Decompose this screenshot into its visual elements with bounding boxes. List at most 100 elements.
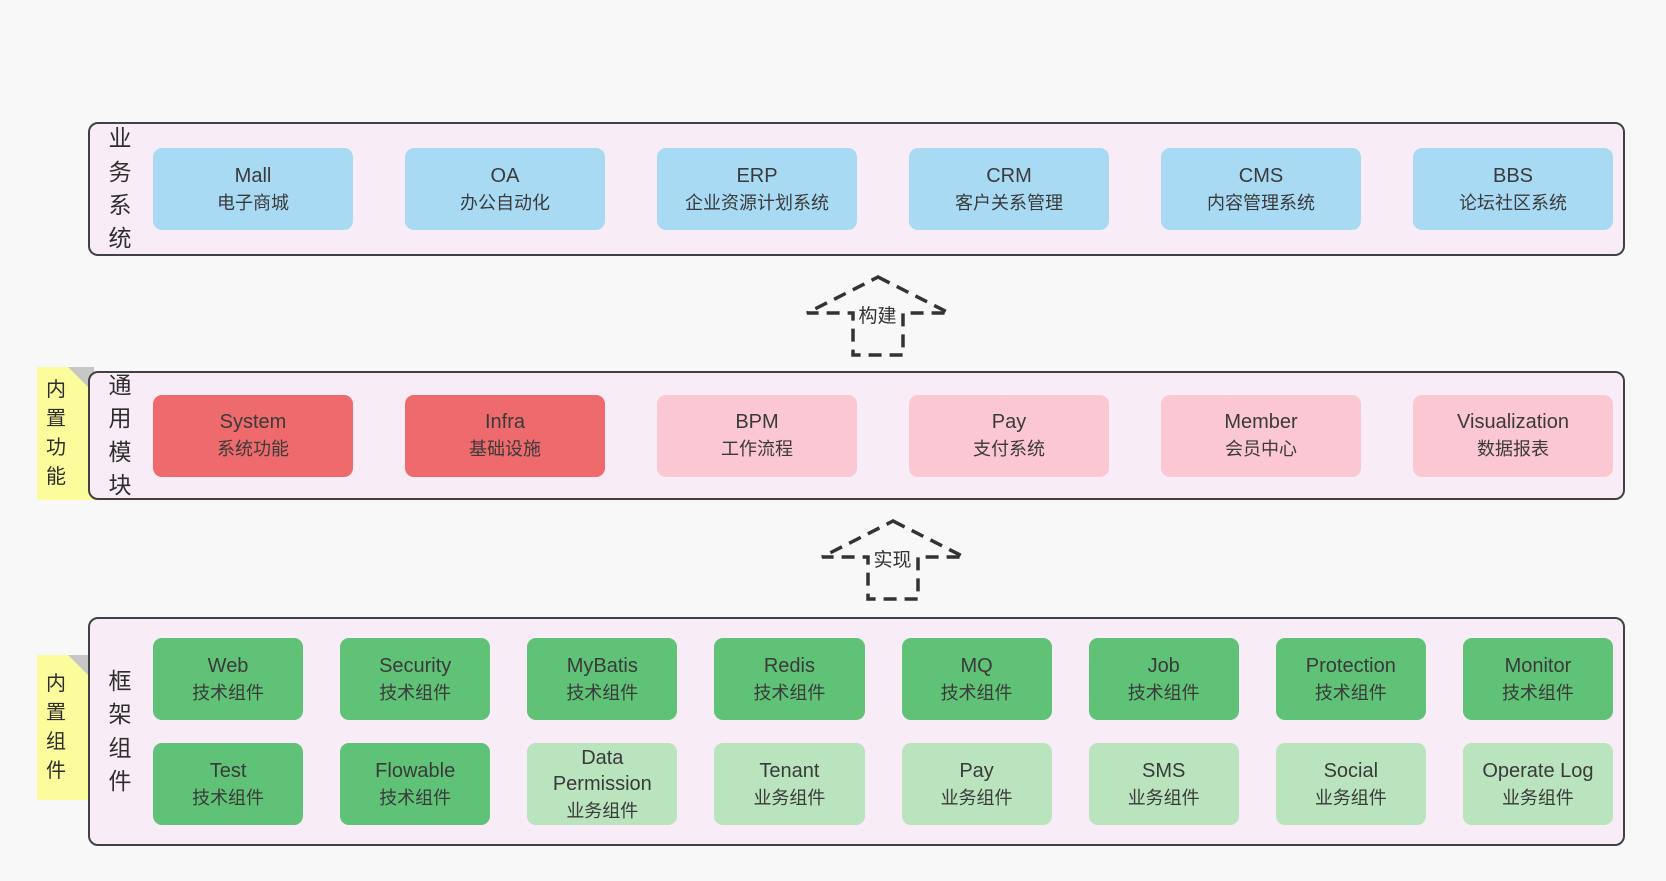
sticky-note-builtin-features: 内置功能: [37, 367, 94, 500]
module-title: Job: [1147, 654, 1180, 677]
module-subtitle: 业务组件: [1501, 787, 1574, 808]
folded-corner-icon: [68, 367, 94, 393]
module-box-pay: Pay 业务组件: [901, 742, 1052, 826]
module-box-pay: Pay 支付系统: [909, 394, 1109, 477]
module-title: Web: [207, 654, 249, 677]
module-box-mq: MQ 技术组件: [901, 637, 1052, 720]
module-subtitle: 会员中心: [1225, 439, 1297, 460]
module-box-sms: SMS 业务组件: [1088, 742, 1239, 826]
module-box-cms: CMS 内容管理系统: [1161, 148, 1361, 230]
module-subtitle: 技术组件: [192, 787, 265, 808]
module-box-oa: OA 办公自动化: [405, 148, 605, 230]
module-box-infra: Infra 基础设施: [405, 394, 605, 477]
module-title: Operate Log: [1482, 759, 1594, 782]
module-subtitle: 技术组件: [192, 682, 265, 703]
up-arrow-icon: [820, 519, 965, 601]
module-subtitle: 技术组件: [379, 787, 452, 808]
module-title: MQ: [960, 654, 993, 677]
module-title: ERP: [736, 164, 778, 187]
module-subtitle: 业务组件: [753, 787, 826, 808]
module-subtitle: 技术组件: [1501, 682, 1574, 703]
module-title: Tenant: [759, 759, 820, 782]
module-subtitle: 客户关系管理: [955, 192, 1063, 213]
sticky-note-label: 内置组件: [46, 672, 66, 782]
module-subtitle: 业务组件: [1127, 787, 1200, 808]
module-title: Flowable: [375, 759, 456, 782]
module-subtitle: 内容管理系统: [1207, 192, 1315, 213]
module-box-tenant: Tenant 业务组件: [714, 742, 865, 826]
module-box-visualization: Visualization 数据报表: [1413, 394, 1613, 477]
module-subtitle: 技术组件: [1314, 682, 1387, 703]
module-subtitle: 技术组件: [753, 682, 826, 703]
module-subtitle: 业务组件: [940, 787, 1013, 808]
module-title: Protection: [1305, 654, 1396, 677]
module-subtitle: 基础设施: [469, 439, 541, 460]
layer-label-common-modules: 通用模块: [108, 371, 132, 498]
module-box-web: Web 技术组件: [153, 637, 304, 720]
sticky-note-builtin-components: 内置组件: [37, 655, 94, 800]
module-title: MyBatis: [566, 654, 638, 677]
module-title: Infra: [484, 411, 526, 434]
module-subtitle: 技术组件: [940, 682, 1013, 703]
module-title: Member: [1224, 411, 1298, 434]
module-subtitle: 技术组件: [379, 682, 452, 703]
module-subtitle: 业务组件: [1314, 787, 1387, 808]
module-subtitle: 技术组件: [1127, 682, 1200, 703]
module-title: Mall: [234, 164, 272, 187]
arrow-zone-implement: 实现: [88, 500, 1625, 617]
module-subtitle: 数据报表: [1477, 439, 1549, 460]
build-arrow: 构建: [804, 274, 952, 358]
module-title: Pay: [959, 759, 994, 782]
implement-arrow-label: 实现: [869, 544, 916, 573]
layer-framework-components-wrap: 内置组件 框架组件 Web 技术组件 Security 技术组件 MyBatis 技术组件…: [37, 617, 1625, 846]
module-subtitle: 电子商城: [217, 192, 289, 213]
module-box-operate-log: Operate Log 业务组件: [1462, 742, 1613, 826]
module-title: BBS: [1492, 164, 1534, 187]
folded-corner-icon: [68, 655, 94, 681]
module-box-flowable: Flowable 技术组件: [340, 742, 491, 826]
module-subtitle: 支付系统: [973, 439, 1045, 460]
module-box-security: Security 技术组件: [340, 637, 491, 720]
module-title: System: [219, 411, 287, 434]
module-box-monitor: Monitor 技术组件: [1462, 637, 1613, 720]
module-title: Security: [379, 654, 452, 677]
build-arrow-label: 构建: [854, 300, 901, 329]
module-title: CMS: [1238, 164, 1284, 187]
module-title: OA: [490, 164, 520, 187]
module-title: Pay: [991, 411, 1027, 434]
module-title: Monitor: [1504, 654, 1572, 677]
module-box-mybatis: MyBatis 技术组件: [527, 637, 678, 720]
layer-label-business-systems: 业务系统: [108, 125, 132, 252]
layer-label-framework-components: 框架组件: [108, 667, 132, 794]
module-box-mall: Mall 电子商城: [153, 148, 353, 230]
module-box-member: Member 会员中心: [1161, 394, 1361, 477]
implement-arrow: 实现: [819, 518, 967, 602]
module-title: Visualization: [1457, 411, 1569, 434]
module-title: SMS: [1142, 759, 1186, 782]
module-subtitle: 办公自动化: [460, 192, 550, 213]
module-box-job: Job 技术组件: [1088, 637, 1239, 720]
module-subtitle: 技术组件: [566, 682, 639, 703]
arrow-zone-build: 构建: [88, 256, 1625, 371]
